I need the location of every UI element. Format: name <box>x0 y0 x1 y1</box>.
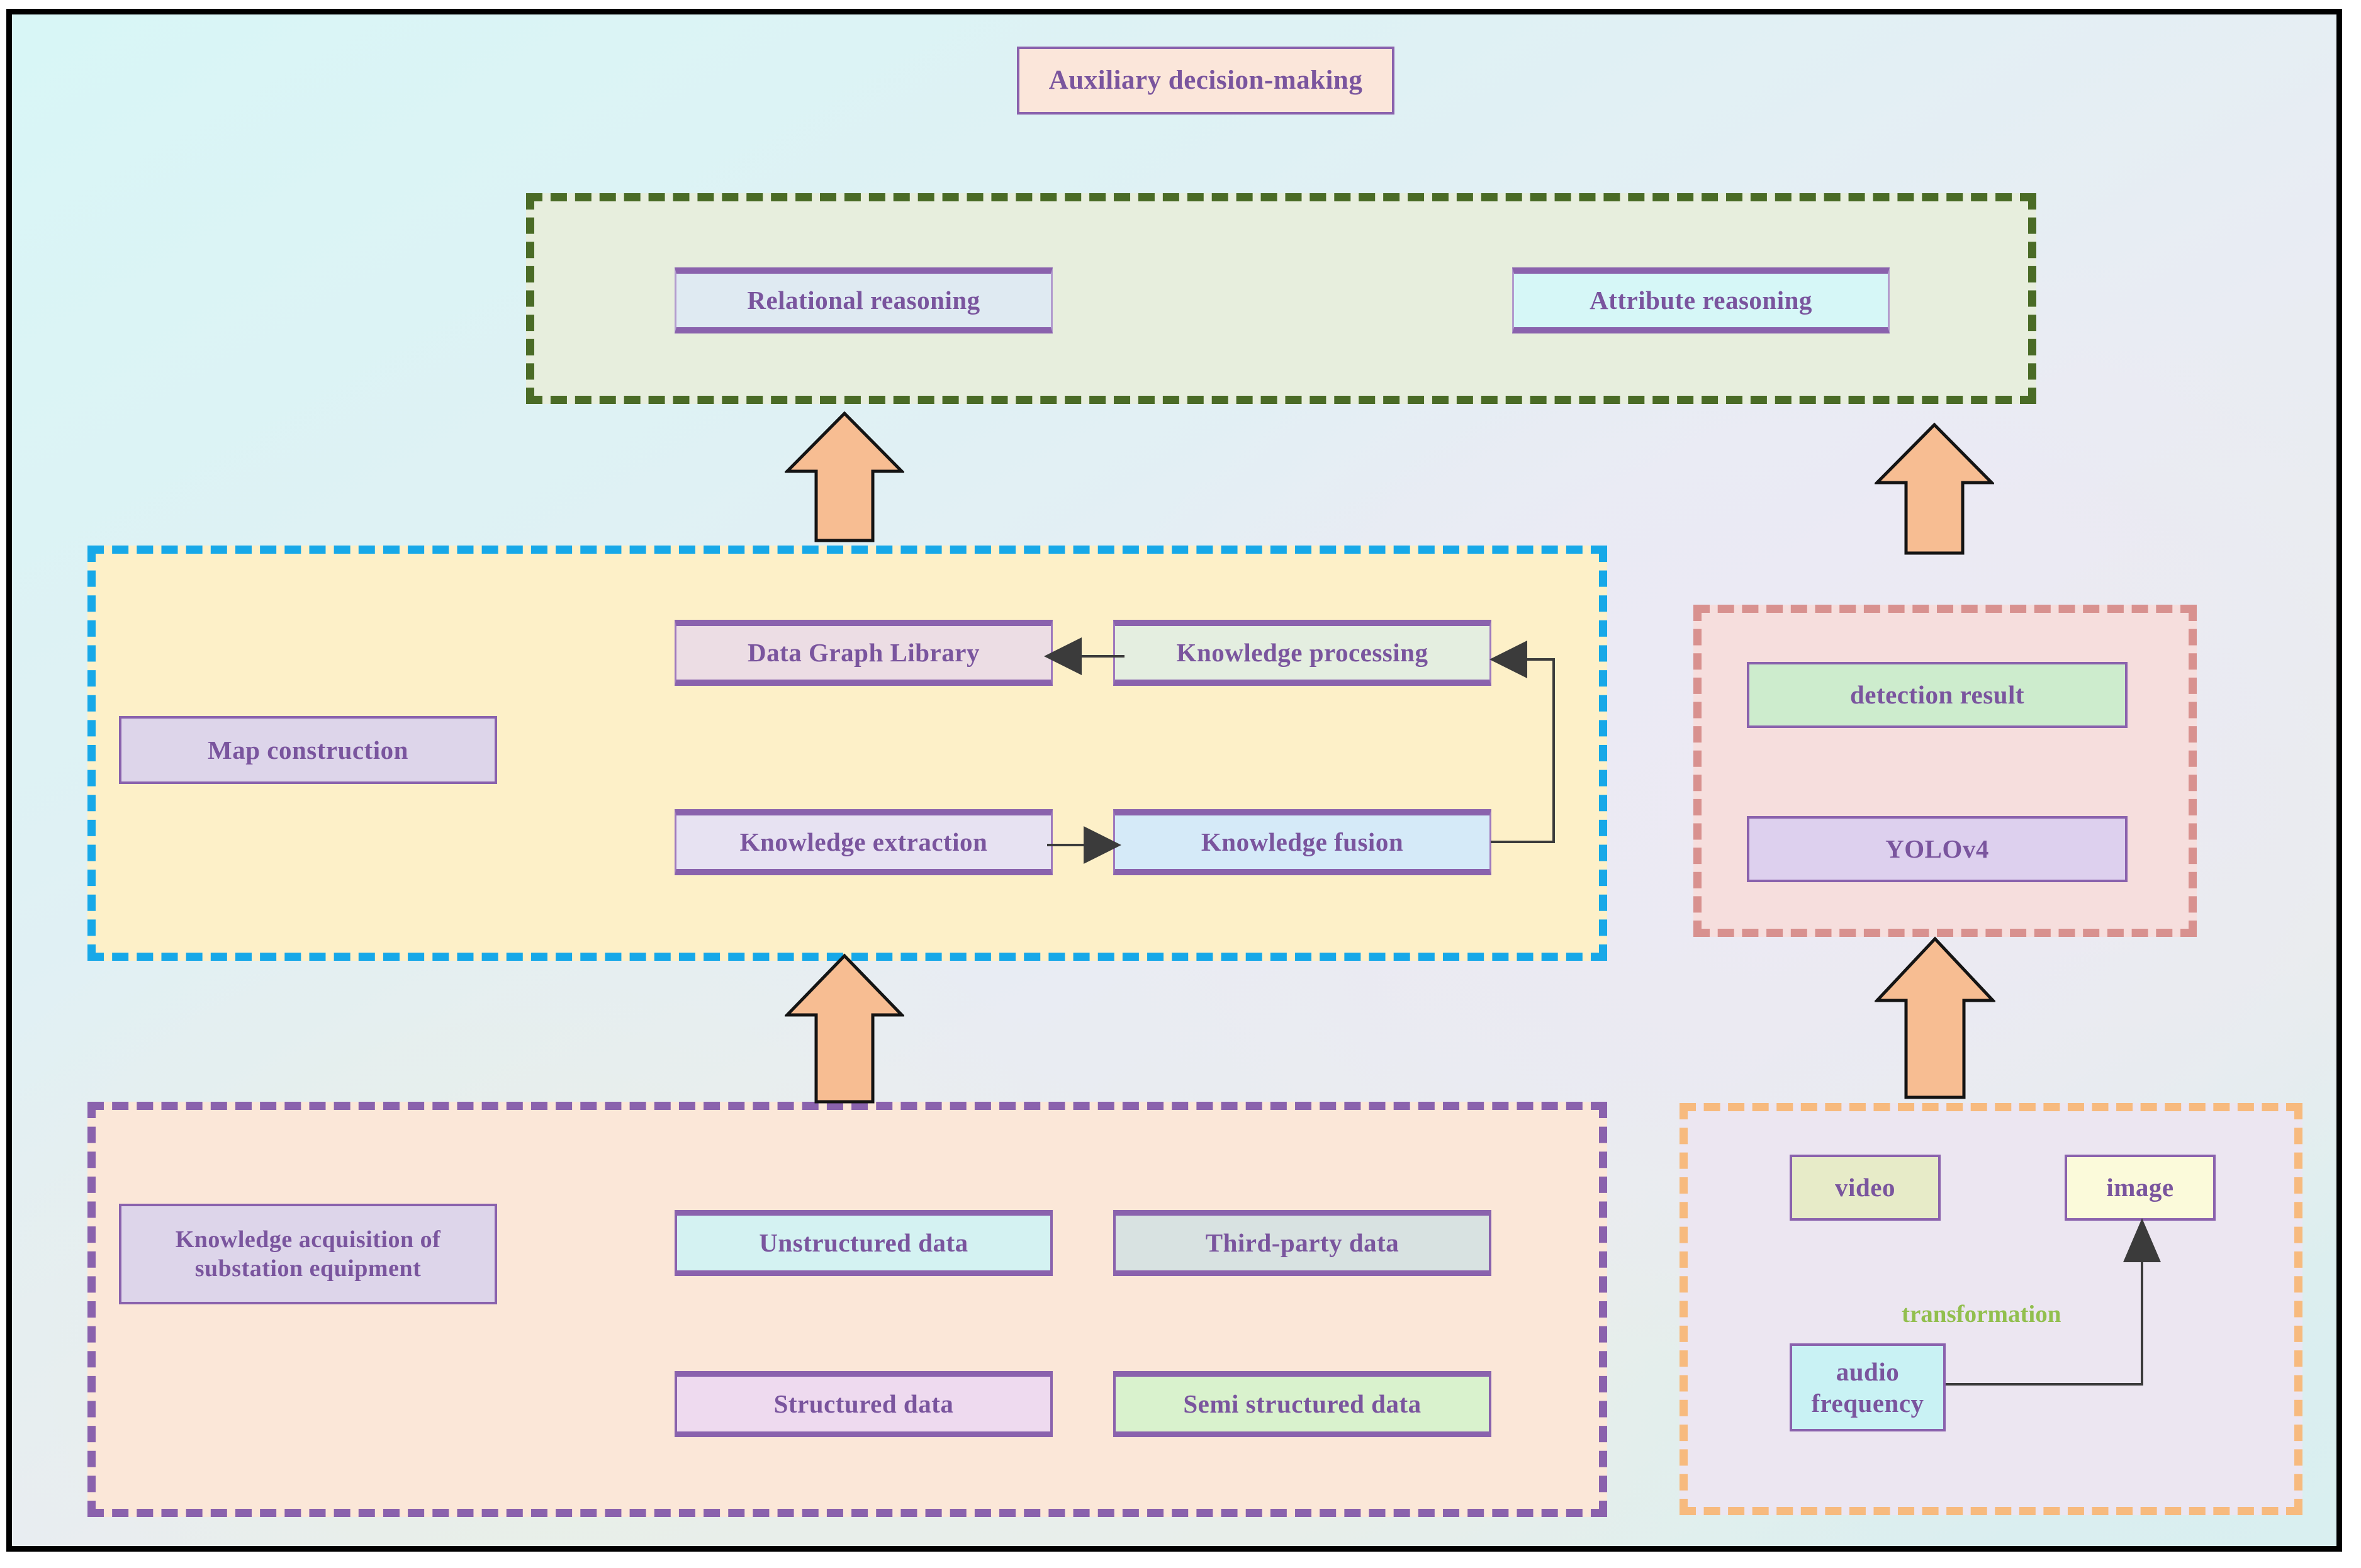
node-label: audio frequency <box>1811 1357 1924 1418</box>
node-audio-frequency[interactable]: audio frequency <box>1790 1343 1946 1431</box>
node-auxiliary-decision-making[interactable]: Auxiliary decision-making <box>1017 47 1394 115</box>
node-attribute-reasoning[interactable]: Attribute reasoning <box>1512 267 1890 333</box>
node-detection-result[interactable]: detection result <box>1747 662 2128 728</box>
node-semi-structured-data[interactable]: Semi structured data <box>1113 1371 1491 1437</box>
arrow-up-detection-to-reasoning <box>1875 422 1994 556</box>
node-knowledge-processing[interactable]: Knowledge processing <box>1113 620 1491 686</box>
arrow-up-media-to-detection <box>1875 936 1995 1100</box>
connector-fusion-to-processing <box>1484 641 1598 845</box>
node-label: YOLOv4 <box>1885 834 1989 864</box>
edge-label-transformation: transformation <box>1902 1300 2061 1328</box>
node-label: Semi structured data <box>1183 1389 1422 1419</box>
node-yolov4[interactable]: YOLOv4 <box>1747 816 2128 882</box>
node-label: Knowledge acquisition of substation equi… <box>175 1226 441 1282</box>
node-structured-data[interactable]: Structured data <box>675 1371 1053 1437</box>
group-knowledge-acquisition <box>87 1102 1607 1517</box>
node-label: Attribute reasoning <box>1590 286 1812 315</box>
node-data-graph-library[interactable]: Data Graph Library <box>675 620 1053 686</box>
node-label: Knowledge processing <box>1176 638 1428 668</box>
node-label: video <box>1835 1173 1895 1202</box>
node-knowledge-acquisition-substation[interactable]: Knowledge acquisition of substation equi… <box>119 1204 497 1304</box>
arrow-up-acquisition-to-map <box>785 953 904 1104</box>
node-third-party-data[interactable]: Third-party data <box>1113 1210 1491 1276</box>
node-knowledge-fusion[interactable]: Knowledge fusion <box>1113 809 1491 875</box>
arrow-up-map-to-reasoning <box>785 411 904 543</box>
node-video[interactable]: video <box>1790 1155 1941 1221</box>
node-label: Knowledge extraction <box>739 827 988 857</box>
node-label: Map construction <box>208 735 408 764</box>
node-label: Knowledge fusion <box>1201 827 1404 857</box>
node-label: Data Graph Library <box>748 638 980 668</box>
connector-extraction-to-fusion <box>1047 826 1123 864</box>
node-label: Auxiliary decision-making <box>1048 65 1363 95</box>
node-label: Structured data <box>773 1389 954 1419</box>
node-label: detection result <box>1849 680 2025 710</box>
node-label: Relational reasoning <box>747 286 980 315</box>
connector-processing-to-library <box>1044 637 1126 675</box>
node-unstructured-data[interactable]: Unstructured data <box>675 1210 1053 1276</box>
node-map-construction[interactable]: Map construction <box>119 716 497 784</box>
edge-label-text: transformation <box>1902 1301 2061 1328</box>
node-knowledge-extraction[interactable]: Knowledge extraction <box>675 809 1053 875</box>
connector-audio-to-image <box>1941 1213 2161 1389</box>
node-label: Third-party data <box>1205 1228 1399 1258</box>
group-detection <box>1693 605 2197 937</box>
node-relational-reasoning[interactable]: Relational reasoning <box>675 267 1053 333</box>
node-label: image <box>2106 1173 2174 1202</box>
diagram-frame: Auxiliary decision-making Relational rea… <box>6 9 2342 1552</box>
node-label: Unstructured data <box>759 1228 968 1258</box>
node-image[interactable]: image <box>2065 1155 2216 1221</box>
